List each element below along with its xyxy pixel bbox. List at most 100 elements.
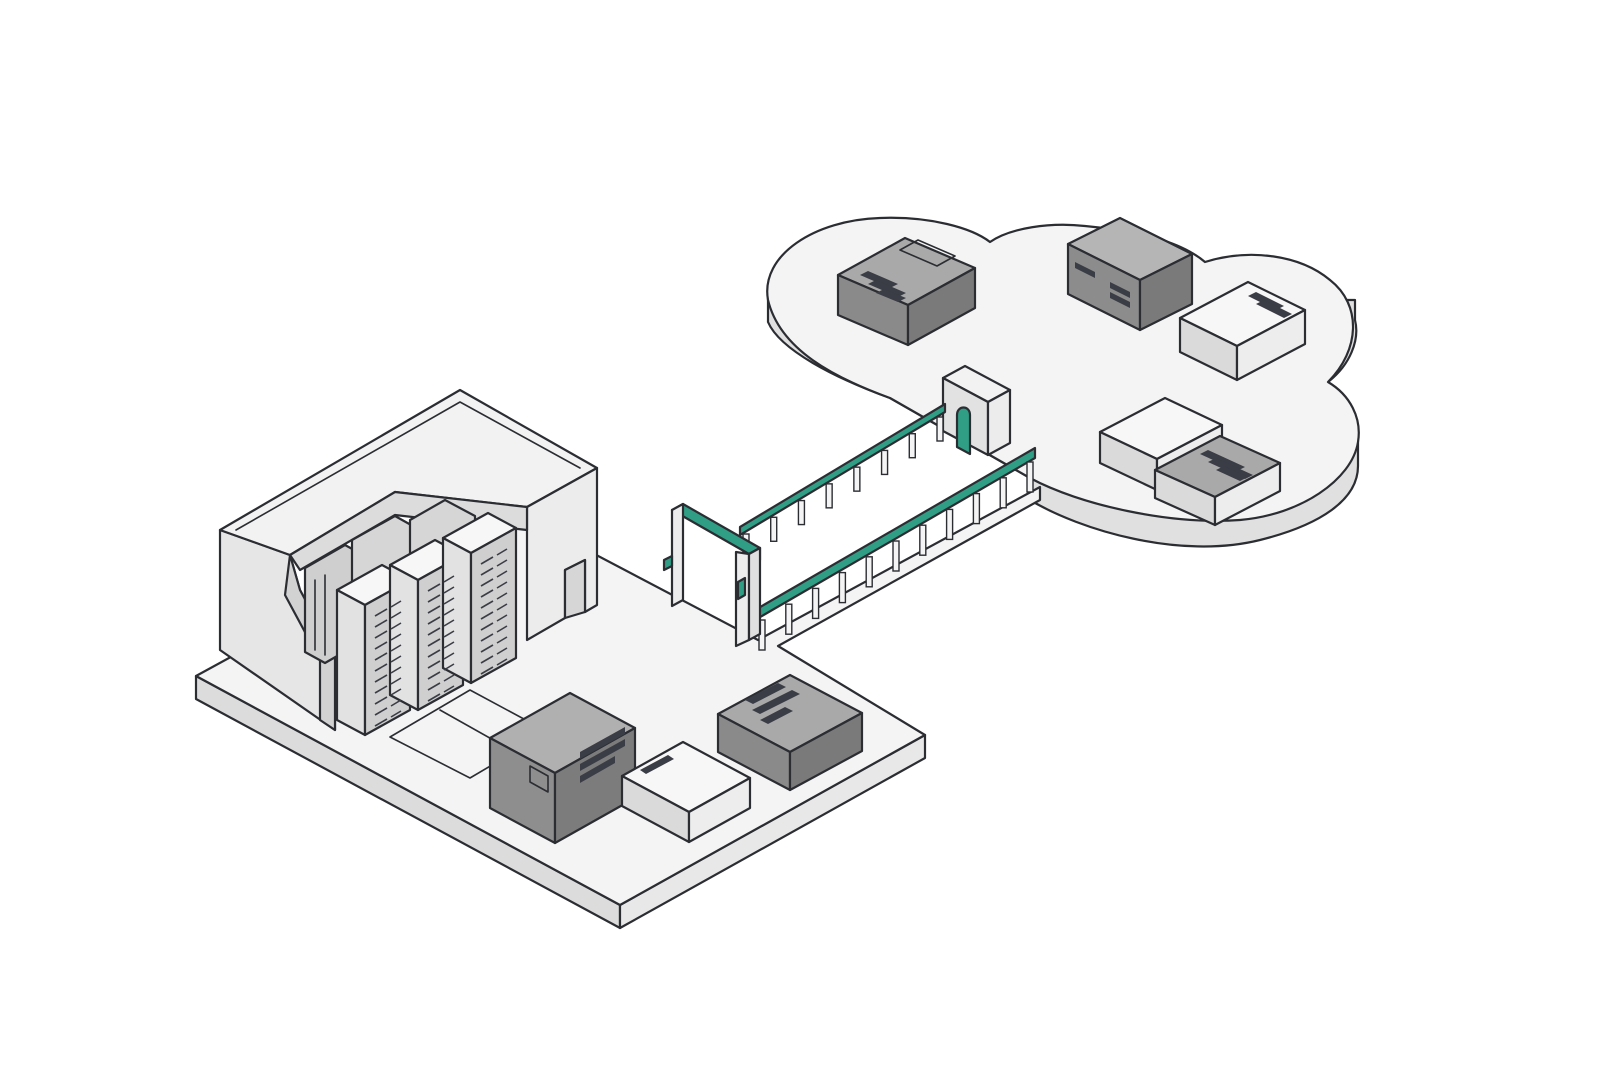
rack-slot — [390, 644, 402, 652]
rack-slot — [496, 614, 508, 622]
rack-slot — [427, 616, 441, 625]
bridge-post — [945, 508, 954, 541]
rack-slot — [443, 586, 455, 594]
bridge-post — [865, 556, 873, 588]
rack-slot — [496, 636, 508, 644]
cloud-appliance-dark-label — [1153, 434, 1282, 527]
rack-slot — [390, 600, 402, 608]
rack-slot — [390, 611, 402, 619]
rack-slot — [390, 633, 402, 641]
rack-slot — [390, 710, 402, 718]
rack-slot — [496, 658, 508, 666]
rack-slot — [480, 567, 494, 576]
onprem-appliance-dark-flat — [716, 673, 864, 792]
bridge-post — [908, 433, 916, 459]
rack-slot — [427, 682, 441, 691]
rack-slot — [443, 575, 455, 583]
rack-slot — [496, 581, 508, 589]
rack-slot — [390, 677, 402, 685]
rack-slot — [480, 611, 494, 620]
rack-slot — [496, 647, 508, 655]
rack-slot — [427, 693, 441, 702]
rack-slot — [427, 638, 441, 647]
rack-slot — [374, 608, 388, 617]
rack-slot — [443, 674, 455, 682]
cloud-appliance-light — [1178, 280, 1307, 382]
rack-slot — [496, 603, 508, 611]
bridge-post — [1026, 461, 1034, 493]
rack-slot-lines — [374, 548, 508, 727]
rack-slot — [374, 685, 388, 694]
rack-slot — [480, 644, 494, 653]
rack-slot — [496, 625, 508, 633]
rack-slot — [390, 655, 402, 663]
rack-slot — [443, 597, 455, 605]
rack-slot — [443, 652, 455, 660]
rack-slot — [390, 688, 402, 696]
bridge-post — [811, 587, 820, 620]
cloud-appliance-dark — [1066, 216, 1194, 332]
onprem-appliance-dark — [488, 691, 637, 845]
rack-slot — [480, 589, 494, 598]
bridge-rail-upper — [738, 402, 947, 559]
bridge-post — [892, 540, 900, 572]
rack-slot — [443, 685, 455, 693]
rack-slot — [390, 666, 402, 674]
rack-slot — [496, 548, 508, 556]
rack-slot — [374, 630, 388, 639]
bridge-post — [838, 571, 847, 604]
rack-slot — [480, 633, 494, 642]
bridge-post — [853, 466, 861, 492]
rack-slot — [390, 699, 402, 707]
bridge-post — [972, 492, 981, 525]
rack-slot — [427, 605, 441, 614]
bridge-gate-frame — [662, 502, 762, 648]
rack-slot — [390, 622, 402, 630]
rack-slot — [443, 663, 455, 671]
rack-slot — [480, 600, 494, 609]
rack-slot — [374, 619, 388, 628]
bridge-post — [825, 483, 833, 509]
rack-slot — [374, 674, 388, 683]
server-rack-3 — [441, 511, 518, 685]
rack-slot — [427, 583, 441, 592]
rack-slot — [480, 622, 494, 631]
bridge-post — [880, 449, 889, 476]
rack-slot — [480, 655, 494, 664]
arch-gateway-icon — [941, 364, 1012, 457]
rack-slot — [427, 594, 441, 603]
rack-slot — [427, 649, 441, 658]
rack-slot — [374, 652, 388, 661]
rack-slot — [374, 718, 388, 727]
rack-slot — [480, 578, 494, 587]
cloud-appliance-dark-flat — [836, 236, 977, 347]
rack-slot — [427, 660, 441, 669]
bridge-post — [785, 603, 793, 635]
server-racks — [303, 498, 518, 737]
onprem-appliance-light — [620, 740, 752, 844]
cloud-platform — [766, 216, 1360, 548]
bridge-post — [797, 499, 806, 526]
rack-slot — [496, 592, 508, 600]
bridge-icon — [662, 402, 1037, 651]
rack-slot — [443, 608, 455, 616]
rack-slot — [374, 641, 388, 650]
rack-slot — [374, 663, 388, 672]
rack-slot — [427, 671, 441, 680]
bridge-post — [999, 477, 1007, 509]
rack-slot — [496, 559, 508, 567]
rack-slot — [480, 666, 494, 675]
rack-slot — [443, 619, 455, 627]
rack-slot — [427, 627, 441, 636]
rack-slot — [374, 707, 388, 716]
bridge-post — [770, 516, 778, 542]
rack-slot — [443, 630, 455, 638]
rack-slot — [443, 641, 455, 649]
rack-slot — [374, 696, 388, 705]
bridge-post — [936, 416, 944, 442]
bridge-post — [919, 524, 927, 556]
rack-slot — [496, 570, 508, 578]
rack-slot — [480, 556, 494, 565]
